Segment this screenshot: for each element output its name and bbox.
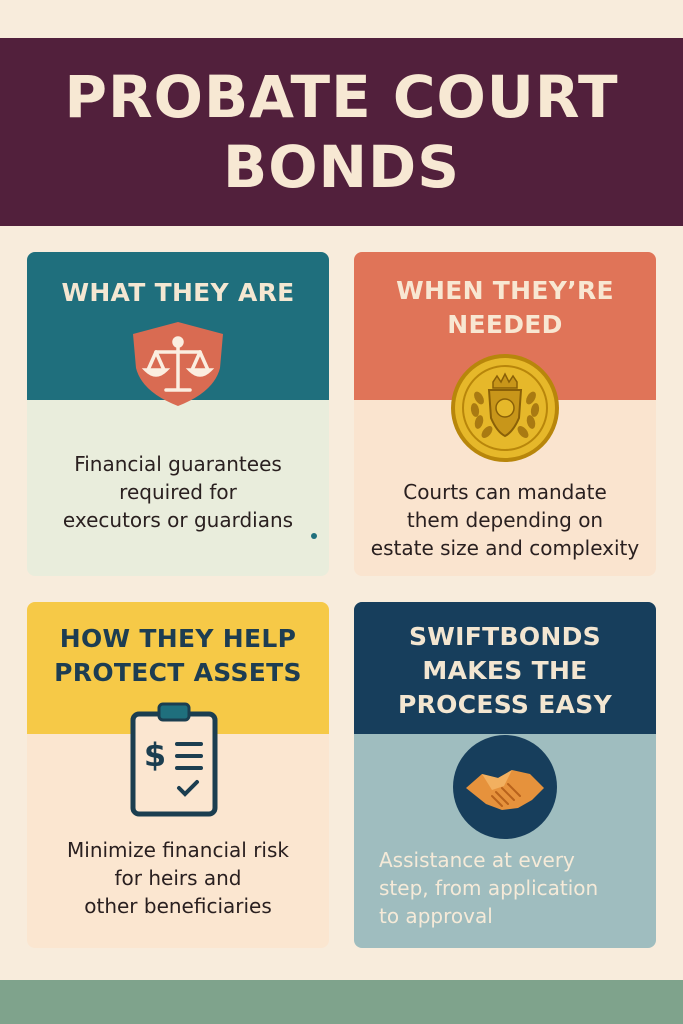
clipboard-dollar-icon: $ (130, 702, 218, 817)
desc-line: Assistance at every (379, 848, 575, 872)
card-heading-line: NEEDED (447, 310, 563, 339)
card-heading-line: PROCESS EASY (398, 690, 612, 719)
card-heading: HOW THEY HELP PROTECT ASSETS (54, 622, 302, 690)
title-line-2: BONDS (223, 133, 460, 201)
desc-line: other beneficiaries (84, 894, 272, 918)
card-heading-line: MAKES THE (422, 656, 588, 685)
desc-line: Courts can mandate (403, 480, 607, 504)
court-seal-icon (451, 354, 559, 462)
bottom-band (0, 980, 683, 1024)
svg-text:$: $ (144, 736, 166, 774)
handshake-icon (453, 735, 557, 839)
desc-line: for heirs and (114, 866, 242, 890)
desc-line: to approval (379, 904, 493, 928)
card-heading: WHAT THEY ARE (61, 276, 294, 310)
card-description: Assistance at every step, from applicati… (354, 846, 656, 930)
card-swiftbonds: SWIFTBONDS MAKES THE PROCESS EASY Assist… (354, 602, 656, 948)
desc-line: Financial guarantees (74, 452, 282, 476)
title-line-1: PROBATE COURT (64, 63, 619, 131)
card-header: SWIFTBONDS MAKES THE PROCESS EASY (354, 602, 656, 734)
card-description: Courts can mandate them depending on est… (354, 478, 656, 562)
desc-line: executors or guardians (62, 508, 294, 532)
title-banner: PROBATE COURT BONDS (0, 38, 683, 226)
desc-line: them depending on (406, 508, 604, 532)
card-heading-line: SWIFTBONDS (408, 622, 601, 651)
card-heading-line: HOW THEY HELP (59, 624, 297, 653)
card-heading-line: WHAT THEY ARE (61, 278, 295, 307)
desc-line: step, from application (379, 876, 599, 900)
desc-line: estate size and complexity (370, 536, 640, 560)
desc-line: required for (119, 480, 237, 504)
card-heading: SWIFTBONDS MAKES THE PROCESS EASY (398, 620, 612, 722)
top-strip (0, 0, 683, 38)
card-heading: WHEN THEY’RE NEEDED (396, 274, 614, 342)
card-when-needed: WHEN THEY’RE NEEDED Courts can mandate t… (354, 252, 656, 576)
card-what-they-are: WHAT THEY ARE Financial guarantees requi… (27, 252, 329, 576)
card-description: Minimize financial risk for heirs and ot… (27, 836, 329, 920)
desc-line: Minimize financial risk (67, 838, 289, 862)
accent-dot (311, 533, 317, 539)
card-heading-line: WHEN THEY’RE (396, 276, 614, 305)
scales-shield-icon (133, 322, 223, 406)
card-heading-line: PROTECT ASSETS (54, 658, 302, 687)
page-title: PROBATE COURT BONDS (64, 62, 618, 202)
card-how-they-help: HOW THEY HELP PROTECT ASSETS $ Minimize … (27, 602, 329, 948)
card-description: Financial guarantees required for execut… (27, 450, 329, 534)
